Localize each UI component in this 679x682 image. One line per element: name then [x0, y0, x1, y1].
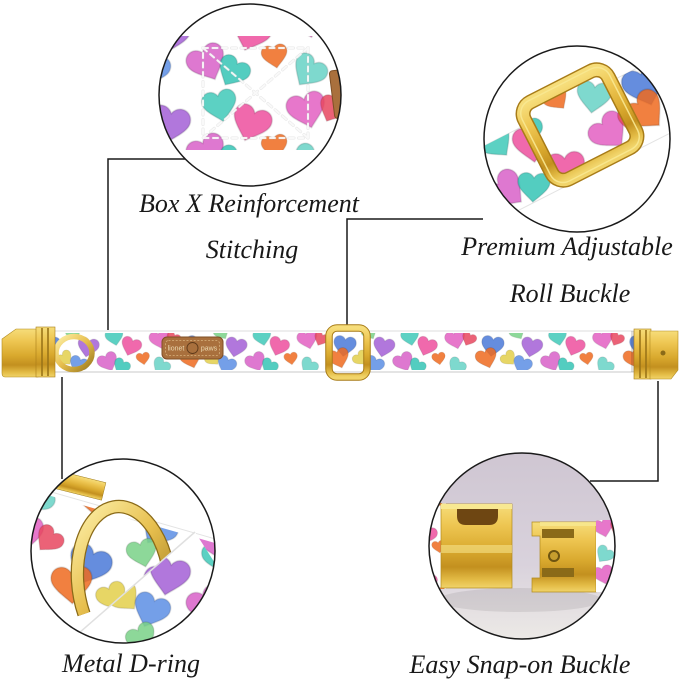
- label-d-ring: Metal D-ring: [62, 649, 200, 678]
- label-roll-buckle-line2: Roll Buckle: [509, 279, 631, 308]
- callout-line-snap-buckle: [590, 381, 659, 482]
- d-ring-large: [71, 501, 176, 616]
- buckle-pin-hole: [548, 550, 560, 562]
- buckle-female: [631, 328, 679, 380]
- callout-lines: [61, 158, 659, 482]
- collar: lionet paws: [1, 324, 679, 381]
- label-stitching-line1: Box X Reinforcement: [139, 189, 359, 218]
- d-ring: [53, 333, 95, 373]
- slider-buckle: [325, 324, 371, 381]
- callout-line-roll-buckle: [346, 218, 483, 326]
- callout-circle-snap-buckle: [428, 452, 616, 640]
- callout-circle-roll-buckle: [483, 45, 671, 233]
- paw-logo: [186, 342, 199, 354]
- buckle-male: [1, 328, 39, 378]
- roll-buckle: [515, 62, 645, 188]
- brand-word-2: paws: [201, 346, 218, 353]
- box-x-stitching: [201, 46, 310, 140]
- buckle-hole: [660, 350, 666, 356]
- snap-buckle-male: [531, 521, 597, 593]
- brand-word-1: lionet: [168, 346, 185, 353]
- label-snap-buckle: Easy Snap-on Buckle: [409, 650, 631, 679]
- brand-tag: lionet paws: [161, 336, 224, 360]
- snap-buckle-female: [440, 503, 513, 589]
- buckle-male-clamp: [35, 326, 56, 378]
- label-stitching-line2: Stitching: [205, 235, 299, 264]
- callout-circle-stitching: [158, 3, 342, 187]
- label-roll-buckle-line1: Premium Adjustable: [461, 232, 673, 261]
- callout-line-stitching: [107, 158, 194, 330]
- collar-strap-pattern: [40, 333, 638, 370]
- callout-circle-d-ring: [30, 458, 216, 644]
